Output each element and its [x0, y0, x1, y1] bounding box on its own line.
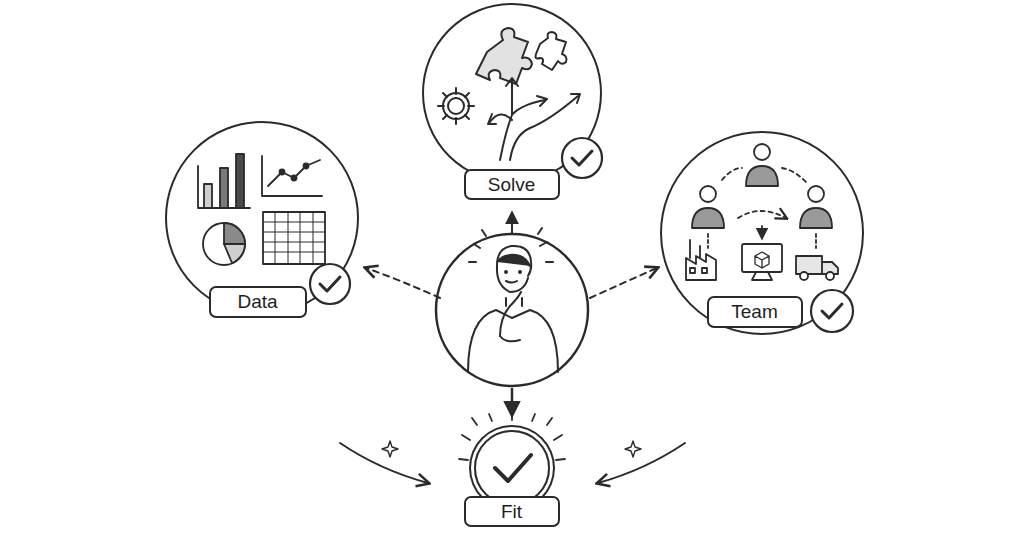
- arrow: [511, 389, 514, 415]
- result-circle: Fit: [474, 430, 550, 506]
- solve-illustration: [438, 28, 580, 160]
- node-label: Team: [731, 302, 777, 321]
- label-box: Fit: [464, 496, 560, 527]
- node-label: Solve: [488, 175, 536, 194]
- thinker-person: [468, 228, 558, 372]
- thinker-circle: [436, 234, 588, 386]
- sparkle: [382, 441, 398, 457]
- topic-circle: Solve: [422, 3, 602, 183]
- fit-rays: [459, 414, 565, 460]
- label-box: Team: [707, 296, 803, 328]
- check-badge: [310, 264, 350, 304]
- fit-check: [495, 455, 531, 481]
- check-badge: [811, 290, 853, 332]
- dashed-arrow: [366, 268, 440, 298]
- topic-circle: Data: [165, 121, 359, 315]
- sparkle: [625, 441, 641, 457]
- label-box: Solve: [464, 169, 560, 200]
- check-badge: [562, 138, 602, 178]
- team-illustration: [686, 144, 838, 280]
- label-box: Data: [209, 286, 307, 318]
- node-label: Fit: [501, 502, 522, 521]
- arrow: [511, 213, 513, 233]
- data-illustration: [198, 154, 325, 265]
- node-label: Data: [237, 292, 277, 311]
- topic-circle: Team: [660, 131, 864, 335]
- dashed-arrow: [590, 268, 657, 298]
